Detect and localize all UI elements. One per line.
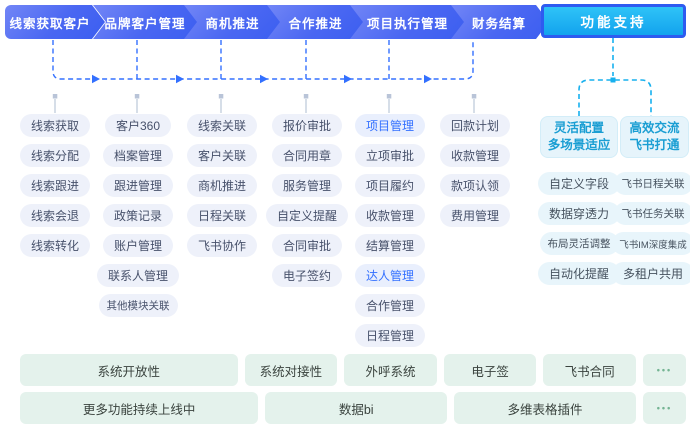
feature-chip: 政策记录 [102, 204, 173, 227]
column-cooperation: 报价审批合同用章服务管理自定义提醒合同审批电子签约 [263, 114, 351, 287]
feature-chip: 线索分配 [19, 144, 90, 167]
support-group-title-line: 飞书打通 [629, 138, 680, 152]
support-column-feishu-integration: 飞书日程关联飞书任务关联飞书IM深度集成多租户共用 [612, 172, 690, 285]
feature-chip: 收款管理 [439, 144, 510, 167]
support-group-title-feishu-integration: 高效交流 飞书打通 [620, 116, 689, 158]
feature-chip: 跟进管理 [102, 174, 173, 197]
bottom-capability-chip: 系统开放性 [20, 354, 238, 386]
support-chip: 数据穿透力 [538, 202, 621, 225]
support-column-flexible-config: 自定义字段数据穿透力布局灵活调整自动化提醒 [538, 172, 621, 285]
feature-chip: 线索跟进 [19, 174, 90, 197]
feature-chip: 服务管理 [271, 174, 342, 197]
flow-direction-arrow-icon [92, 74, 432, 84]
feature-chip: 日程管理 [354, 324, 425, 347]
bottom-capability-chip: 更多功能持续上线中 [20, 392, 259, 424]
support-group-title-line: 高效交流 [629, 120, 680, 135]
support-chip: 飞书日程关联 [613, 172, 690, 195]
feature-chip: 客户关联 [186, 144, 257, 167]
feature-chip: 联系人管理 [96, 264, 179, 287]
feature-chip: 线索转化 [19, 234, 90, 257]
support-chip: 自定义字段 [538, 172, 621, 195]
column-brand-customer: 客户360 档案管理跟进管理政策记录账户管理联系人管理其他模块关联 [96, 114, 180, 317]
feature-chip: 项目管理 [354, 114, 425, 137]
support-group-title-line: 灵活配置 [553, 120, 604, 135]
support-group-title-flexible-config: 灵活配置 多场景适应 [540, 116, 618, 158]
feature-chip: 日程关联 [186, 204, 257, 227]
support-chip: 飞书任务关联 [613, 202, 690, 225]
feature-chip: 客户360 [104, 114, 172, 137]
feature-chip: 线索获取 [19, 114, 90, 137]
feature-chip: 合同用章 [271, 144, 342, 167]
feature-chip: 合同审批 [271, 234, 342, 257]
feature-chip: 线索会退 [19, 204, 90, 227]
bottom-capability-chip: 外呼系统 [344, 354, 437, 386]
stage-lead-acquisition[interactable]: 线索获取客户 [5, 5, 105, 39]
feature-chip: 回款计划 [439, 114, 510, 137]
feature-chip: 结算管理 [354, 234, 425, 257]
feature-chip: 其他模块关联 [98, 294, 178, 317]
pin-dot-icon [52, 94, 477, 99]
bottom-capability-chip: 多维表格插件 [454, 392, 636, 424]
support-chip: 飞书IM深度集成 [612, 232, 690, 255]
stage-opportunity-advance[interactable]: 商机推进 [184, 5, 283, 39]
feature-chip: 收款管理 [354, 204, 425, 227]
support-group-title-line: 多场景适应 [547, 138, 611, 152]
feature-chip: 自定义提醒 [265, 204, 348, 227]
bottom-capability-chip: ••• [643, 392, 686, 424]
feature-chip: 电子签约 [271, 264, 342, 287]
bottom-row-1: 系统开放性系统对接性外呼系统电子签飞书合同••• [20, 354, 686, 386]
column-finance: 回款计划收款管理款项认领费用管理 [430, 114, 520, 227]
feature-chip: 飞书协作 [186, 234, 257, 257]
stage-brand-customer-mgmt[interactable]: 品牌客户管理 [93, 5, 199, 39]
feature-chip: 账户管理 [102, 234, 173, 257]
bottom-capability-chip: 电子签 [443, 354, 537, 386]
bottom-capability-chip: 飞书合同 [543, 354, 636, 386]
feature-chip: 商机推进 [186, 174, 257, 197]
feature-chip: 线索关联 [186, 114, 257, 137]
support-chip: 多租户共用 [612, 262, 690, 285]
stage-project-execution[interactable]: 项目执行管理 [350, 5, 467, 39]
feature-chip: 项目履约 [354, 174, 425, 197]
feature-chip: 费用管理 [439, 204, 510, 227]
stage-finance-settlement[interactable]: 财务结算 [451, 5, 549, 39]
bottom-capability-chip: ••• [642, 354, 686, 386]
bottom-capability-chip: 系统对接性 [244, 354, 338, 386]
support-button[interactable]: 功能支持 [541, 4, 686, 38]
column-project-execution: 项目管理立项审批项目履约收款管理结算管理达人管理合作管理日程管理 [347, 114, 433, 347]
feature-chip: 达人管理 [354, 264, 425, 287]
feature-chip: 立项审批 [354, 144, 425, 167]
feature-chip: 款项认领 [439, 174, 510, 197]
feature-chip: 合作管理 [354, 294, 425, 317]
feature-chip: 报价审批 [271, 114, 342, 137]
column-lead-acquisition: 线索获取线索分配线索跟进线索会退线索转化 [14, 114, 96, 257]
stage-cooperation-advance[interactable]: 合作推进 [267, 5, 366, 39]
feature-chip: 档案管理 [102, 144, 173, 167]
support-chip: 布局灵活调整 [539, 232, 619, 255]
column-opportunity: 线索关联客户关联商机推进日程关联飞书协作 [180, 114, 264, 257]
support-chip: 自动化提醒 [538, 262, 621, 285]
bottom-capability-chip: 数据bi [265, 392, 448, 424]
